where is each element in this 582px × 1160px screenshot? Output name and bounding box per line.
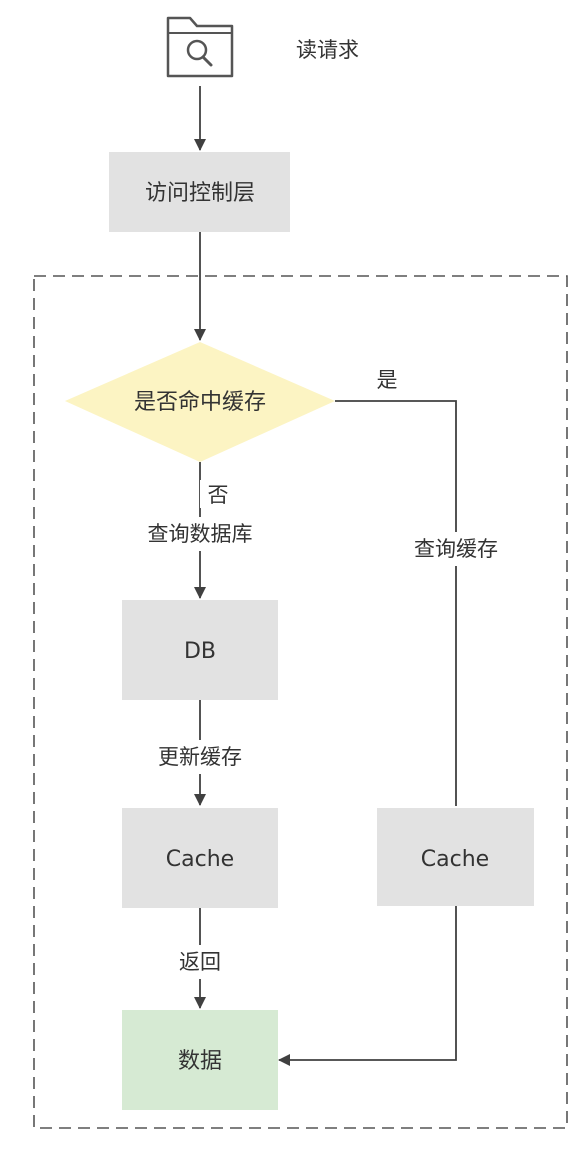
edge-cache-right-to-data xyxy=(278,906,457,1066)
cache-hit-decision-node xyxy=(65,342,335,462)
data-result-label: 数据 xyxy=(178,1049,222,1074)
folder-search-icon xyxy=(166,16,234,78)
cache-left-node xyxy=(122,808,278,908)
edge-decision-to-cache-right xyxy=(335,400,457,806)
edge-label-yes: 是 xyxy=(377,368,398,392)
data-result-node xyxy=(122,1010,278,1110)
cache-right-label: Cache xyxy=(421,847,489,872)
cache-system-boundary xyxy=(33,275,568,1129)
cache-left-label: Cache xyxy=(166,847,234,872)
access-control-layer-node xyxy=(109,152,290,232)
edge-label-return: 返回 xyxy=(179,950,221,974)
access-control-layer-label: 访问控制层 xyxy=(145,181,255,206)
edge-label-no: 否 xyxy=(208,483,229,507)
start-label: 读请求 xyxy=(296,38,359,62)
edge-label-query-db: 查询数据库 xyxy=(148,522,253,546)
edge-label-query-cache: 查询缓存 xyxy=(414,537,498,561)
edge-label-update-cache: 更新缓存 xyxy=(158,745,242,769)
db-node xyxy=(122,600,278,700)
cache-right-node xyxy=(377,808,534,906)
db-label: DB xyxy=(184,639,216,664)
cache-hit-decision-label: 是否命中缓存 xyxy=(134,390,266,415)
